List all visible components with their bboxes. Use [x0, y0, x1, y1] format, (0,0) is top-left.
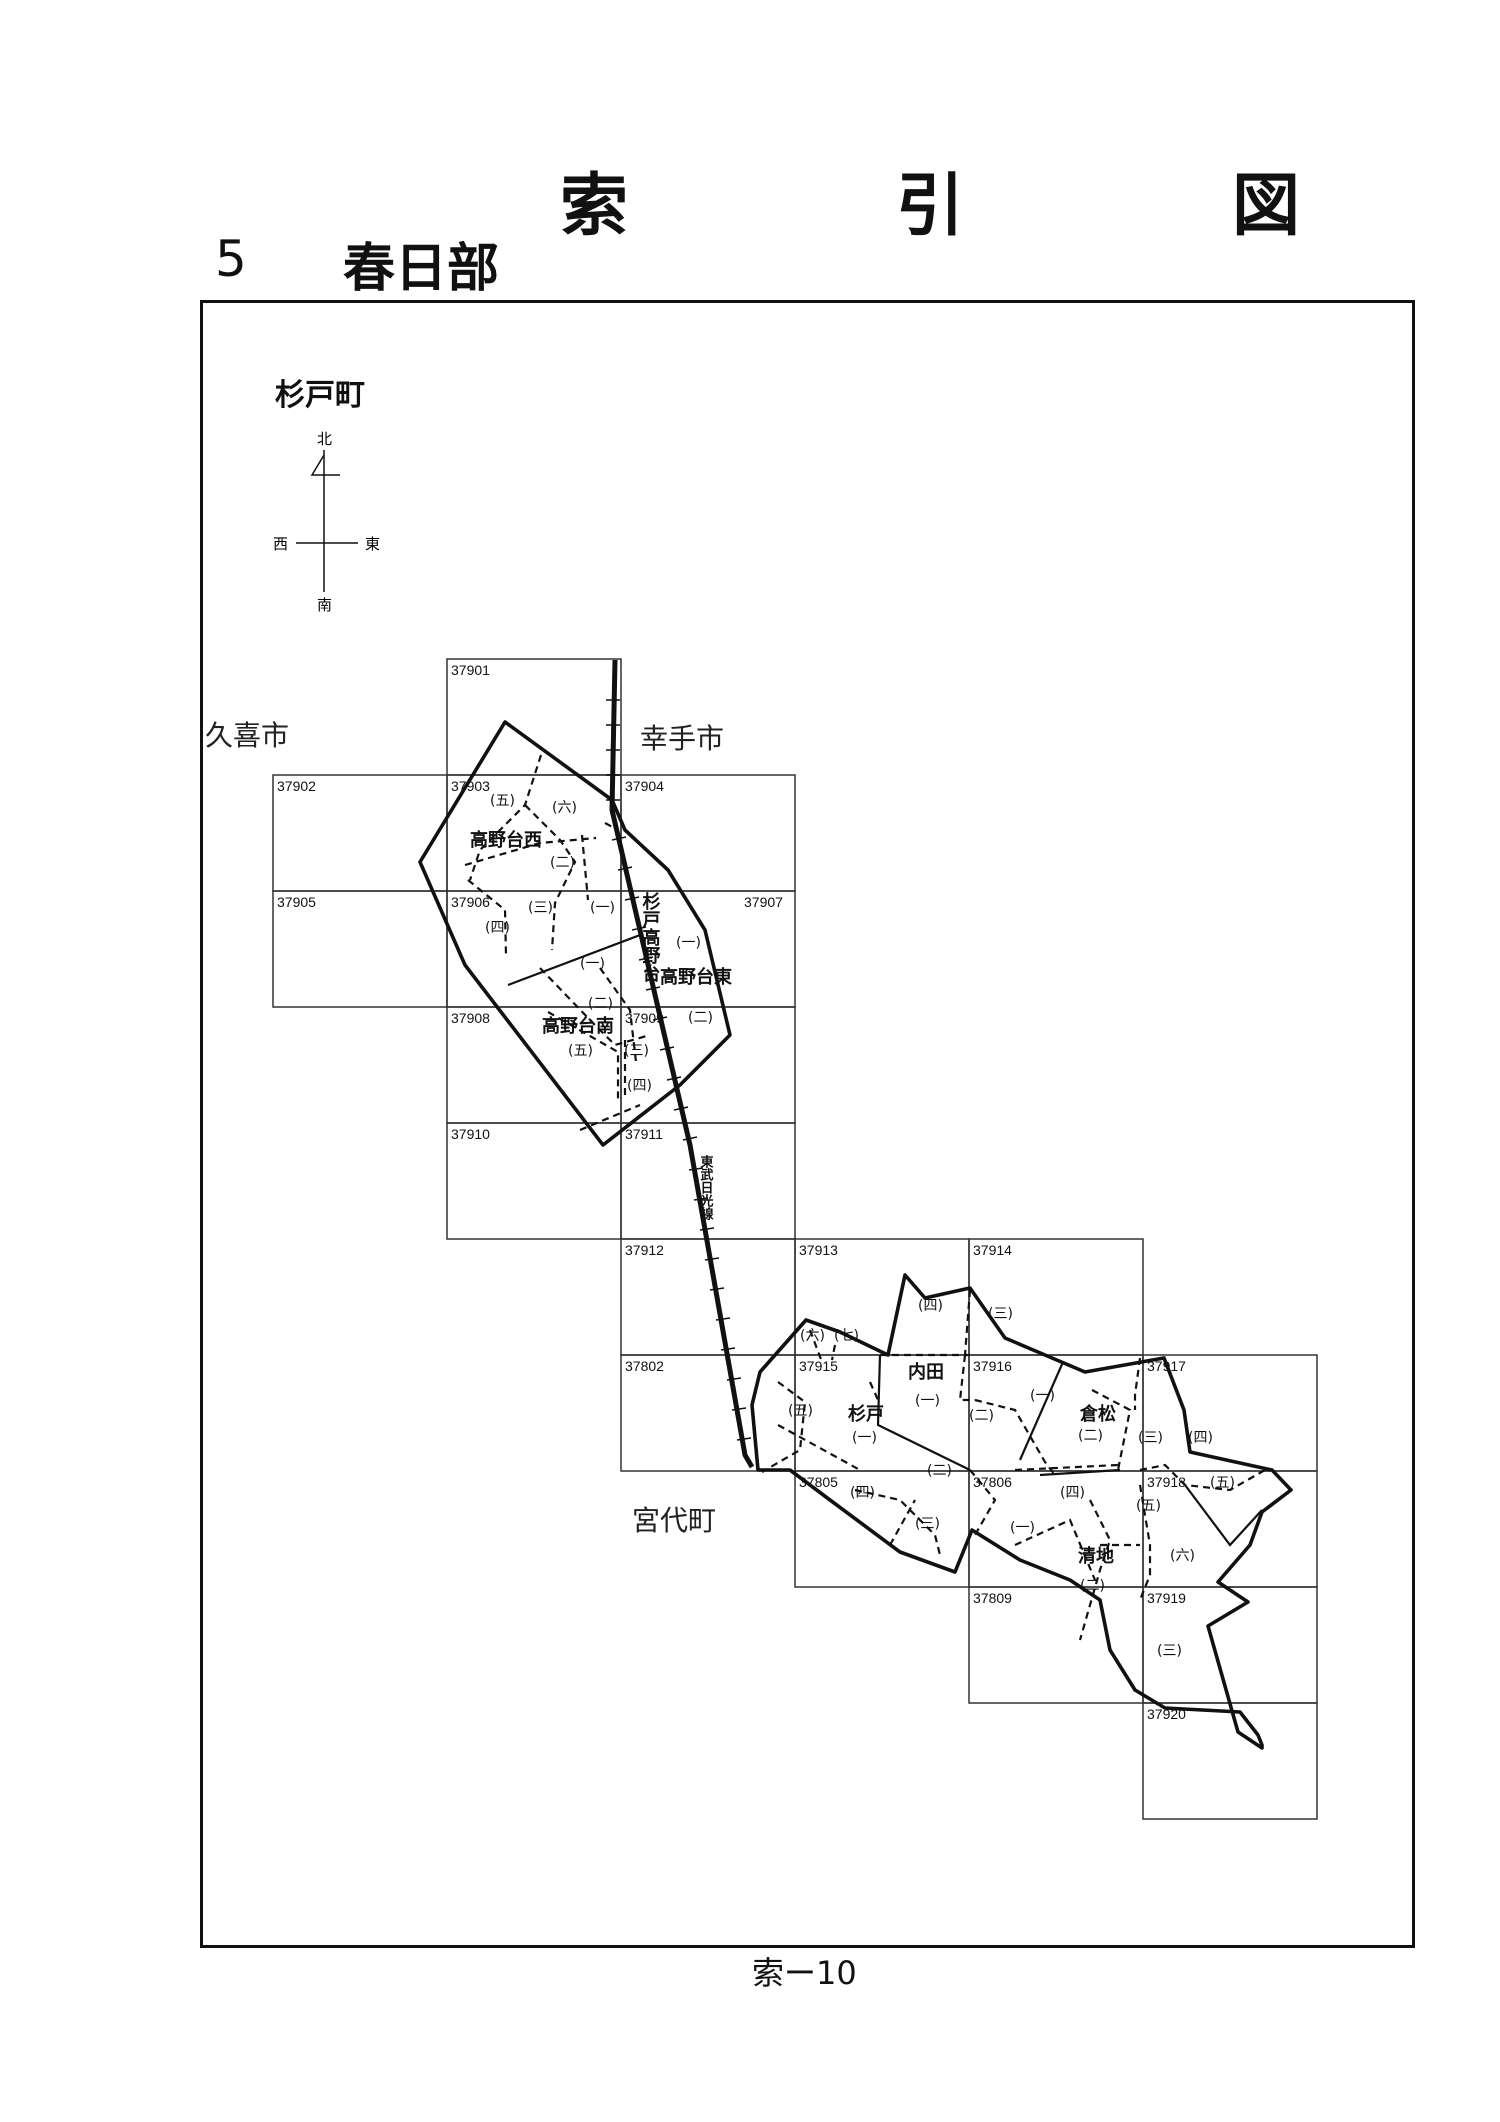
chome-marker: (一): [590, 900, 615, 916]
chome-marker: (一): [915, 1393, 940, 1409]
sheet-label: 37910: [451, 1126, 490, 1142]
sheet-label: 37907: [744, 894, 783, 910]
neighborhood-sugito: 杉戸: [848, 1403, 884, 1425]
map-frame: [200, 300, 1415, 1948]
sheet-label: 37802: [625, 1358, 664, 1374]
chome-marker: (一): [1030, 1388, 1055, 1404]
railway-label: 東武日光線: [698, 1154, 715, 1221]
railway-line: 東武日光線: [606, 659, 755, 1469]
chome-marker: (三): [988, 1306, 1013, 1322]
sheet-label: 37909: [625, 1010, 664, 1026]
chome-marker: (三): [1138, 1430, 1163, 1446]
sheet-label: 37908: [451, 1010, 490, 1026]
sheet-grid: 37901 37902 37903 37904 37905 37906 3790…: [272, 658, 1318, 1820]
sheet-label: 37913: [799, 1242, 838, 1258]
neighborhood-sugito-takanodai: 杉戸高野台: [640, 891, 661, 983]
neighborhood-takanodai-minami: 高野台南: [542, 1015, 614, 1037]
chome-marker: (四): [485, 920, 510, 936]
sheet-label: 37809: [973, 1590, 1012, 1606]
chome-marker: (二): [969, 1408, 994, 1424]
sheet-label: 37806: [973, 1474, 1012, 1490]
chome-marker: (二): [927, 1463, 952, 1479]
compass-icon: 北 南 西 東: [273, 430, 380, 614]
page-number: 索ー10: [752, 1954, 857, 1992]
town-name: 杉戸町: [275, 378, 365, 413]
sheet-label: 37906: [451, 894, 490, 910]
municipality-satte: 幸手市: [640, 722, 724, 755]
compass-south: 南: [317, 596, 332, 614]
chome-marker: (四): [918, 1298, 943, 1314]
chome-marker: (三): [1157, 1643, 1182, 1659]
sheet-label: 37918: [1147, 1474, 1186, 1490]
district-boundary-north: [418, 720, 732, 1147]
chome-marker: (四): [1188, 1430, 1213, 1446]
railway-ticks: [606, 699, 752, 1441]
neighborhood-takanodai-nishi: 高野台西: [470, 829, 542, 851]
sheet-label: 37901: [451, 662, 490, 678]
municipality-kuki: 久喜市: [205, 719, 289, 752]
sheet-label: 37915: [799, 1358, 838, 1374]
chome-marker: (五): [788, 1403, 813, 1419]
chome-marker: (六): [552, 800, 577, 816]
chome-marker: (一): [580, 956, 605, 972]
sheet-label: 37904: [625, 778, 664, 794]
compass-west: 西: [273, 535, 288, 553]
chome-marker: (二): [688, 1010, 713, 1026]
chome-marker: (七): [834, 1328, 859, 1344]
compass-north: 北: [317, 430, 332, 448]
chome-marker: (二): [1078, 1428, 1103, 1444]
municipality-miyashiro: 宮代町: [632, 1504, 716, 1537]
subdivision-lines-south: [761, 1289, 1266, 1641]
chome-marker: (一): [852, 1430, 877, 1446]
chome-marker: (四): [1060, 1485, 1085, 1501]
chome-marker: (六): [1170, 1548, 1195, 1564]
chome-marker: (一): [1010, 1520, 1035, 1536]
compass-east: 東: [365, 535, 380, 553]
sheet-label: 37919: [1147, 1590, 1186, 1606]
chome-marker: (三): [624, 1043, 649, 1059]
chome-marker: (三): [528, 900, 553, 916]
chome-marker: (二): [550, 855, 575, 871]
chome-marker: (三): [915, 1516, 940, 1532]
section-name: 春日部: [343, 239, 500, 299]
sheet-label: 37902: [277, 778, 316, 794]
page-title: 索 引 図: [560, 167, 1401, 246]
chome-marker: (一): [676, 935, 701, 951]
neighborhood-uchida: 内田: [908, 1361, 944, 1383]
neighborhood-kuramatsu: 倉松: [1079, 1403, 1116, 1425]
sheet-label: 37916: [973, 1358, 1012, 1374]
subdivision-lines-north: [464, 754, 651, 1132]
sheet-label: 37914: [973, 1242, 1012, 1258]
chome-marker: (五): [1136, 1498, 1161, 1514]
chome-marker: (四): [627, 1078, 652, 1094]
sheet-label: 37903: [451, 778, 490, 794]
chome-marker: (五): [568, 1043, 593, 1059]
chome-marker: (六): [800, 1328, 825, 1344]
neighborhood-seichi: 清地: [1078, 1545, 1114, 1567]
chome-marker: (二): [1080, 1578, 1105, 1594]
chome-marker: (五): [490, 793, 515, 809]
chome-marker: (四): [850, 1485, 875, 1501]
chome-marker: (五): [1210, 1475, 1235, 1491]
chome-marker: (二): [588, 996, 613, 1012]
district-boundary-south: [750, 1273, 1293, 1750]
neighborhood-takanodai-higashi: 高野台東: [660, 966, 732, 988]
sheet-label: 37905: [277, 894, 316, 910]
sheet-label: 37912: [625, 1242, 664, 1258]
section-number: 5: [215, 230, 247, 288]
sheet-label: 37911: [625, 1126, 663, 1142]
chome-markers: (五) (六) (二) (三) (四) (一) (一) (二) (五) (三) …: [485, 793, 1235, 1659]
